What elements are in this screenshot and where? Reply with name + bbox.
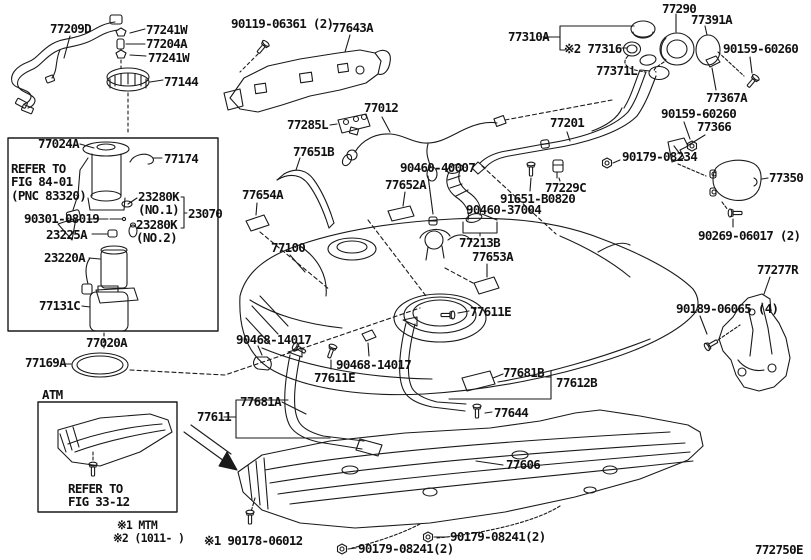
part-label-90460-40007: 90460-40007 bbox=[400, 160, 476, 175]
part-label-77277r: 77277R bbox=[757, 262, 799, 277]
part-label-77144: 77144 bbox=[164, 74, 199, 89]
part-label-77654a: 77654A bbox=[242, 187, 284, 202]
shield-bracket-77277r bbox=[699, 276, 791, 392]
part-label-91651-b0820: 91651-B0820 bbox=[500, 191, 576, 206]
part-label-77644: 77644 bbox=[494, 405, 529, 420]
pipe-fittings bbox=[115, 27, 147, 69]
part-label-77606: 77606 bbox=[506, 457, 541, 472]
part-label-77290: 77290 bbox=[662, 1, 697, 16]
tank-straps bbox=[223, 310, 552, 457]
gasket-77169a bbox=[61, 307, 421, 378]
part-label-90301-08019: 90301-08019 bbox=[24, 211, 100, 226]
lock-ring-77144 bbox=[106, 67, 164, 136]
part-label-77174: 77174 bbox=[164, 151, 199, 166]
part-label-23280k-1: 23280K (NO.1) bbox=[138, 189, 180, 218]
part-label-77651b: 77651B bbox=[293, 144, 335, 159]
part-label-77241w-1: 77241W bbox=[146, 22, 188, 37]
part-label-77024a: 77024A bbox=[38, 136, 80, 151]
filler-pipe-77201 bbox=[471, 54, 657, 175]
part-label-90159-60260-2: 90159-60260 bbox=[661, 106, 737, 121]
refer-fig-33-12-note: REFER TO FIG 33-12 bbox=[68, 481, 130, 510]
fuel-lines-77209d bbox=[11, 14, 123, 115]
part-label-90468-14017-2: 90468-14017 bbox=[336, 357, 412, 372]
sender-pipe-77012 bbox=[341, 99, 613, 182]
part-label-90460-37004: 90460-37004 bbox=[466, 202, 542, 217]
part-label-77350: 77350 bbox=[769, 170, 804, 185]
part-label-77213b: 77213B bbox=[459, 235, 501, 250]
part-label-77391a: 77391A bbox=[691, 12, 733, 27]
diagram-code: 772750E bbox=[755, 542, 803, 557]
part-label-77681b: 77681B bbox=[503, 365, 545, 380]
part-label-77285l: 77285L bbox=[287, 117, 329, 132]
part-label-77366: 77366 bbox=[697, 119, 732, 134]
atm-reference-box bbox=[37, 401, 178, 513]
part-label-90159-60260-1: 90159-60260 bbox=[723, 41, 799, 56]
part-label-90179-08241-1: 90179-08241(2) bbox=[358, 541, 454, 556]
part-label-77229c: 77229C bbox=[545, 180, 587, 195]
part-label-90179-08234: 90179-08234 bbox=[622, 149, 698, 164]
refer-fig-84-01-note: REFER TO FIG 84-01 (PNC 83320) bbox=[11, 161, 87, 203]
part-label-77209d: 77209D bbox=[50, 21, 92, 36]
part-label-77611e-2: 77611E bbox=[314, 370, 356, 385]
part-label-90189-06065: 90189-06065 (4) bbox=[676, 301, 779, 316]
part-label-77241w-2: 77241W bbox=[148, 50, 190, 65]
part-label-23225a: 23225A bbox=[46, 227, 88, 242]
part-label-90178-06012: ※1 90178-06012 bbox=[204, 533, 303, 548]
part-label-77201: 77201 bbox=[550, 115, 585, 130]
part-label-77611: 77611 bbox=[197, 409, 232, 424]
part-label-77367a: 77367A bbox=[706, 90, 748, 105]
part-label-77643a: 77643A bbox=[332, 20, 374, 35]
arrow-to-skid-plate bbox=[183, 424, 238, 471]
part-label-23070: 23070 bbox=[188, 206, 223, 221]
breather-hose-77213b bbox=[427, 164, 498, 237]
part-label-90468-14017-1: 90468-14017 bbox=[236, 332, 312, 347]
part-label-77653a: 77653A bbox=[472, 249, 514, 264]
part-label-77012: 77012 bbox=[364, 100, 399, 115]
part-label-90269-06017: 90269-06017 (2) bbox=[698, 228, 801, 243]
part-label-77371l: 77371L bbox=[596, 63, 638, 78]
part-label-77100: 77100 bbox=[271, 240, 306, 255]
part-label-77612b: 77612B bbox=[556, 375, 598, 390]
fuel-cap-group bbox=[542, 13, 761, 91]
footnote-2: ※2 (1011- ) bbox=[113, 531, 185, 545]
footnote-1: ※1 MTM bbox=[117, 518, 158, 532]
part-label-90179-08241-2: 90179-08241(2) bbox=[450, 529, 546, 544]
part-label-77020a: 77020A bbox=[86, 335, 128, 350]
part-label-90119-06361: 90119-06361 (2) bbox=[231, 16, 334, 31]
fuel-tank-77100 bbox=[239, 165, 699, 396]
part-label-77316: ※2 77316 bbox=[564, 41, 622, 56]
bracket-77285l bbox=[329, 113, 371, 136]
part-label-23220a: 23220A bbox=[44, 250, 86, 265]
fuel-filler-door-77350 bbox=[709, 159, 769, 228]
part-label-77310a: 77310A bbox=[508, 29, 550, 44]
part-label-77681a: 77681A bbox=[240, 394, 282, 409]
part-label-77131c: 77131C bbox=[39, 298, 81, 313]
skid-plate-77606 bbox=[237, 409, 704, 555]
atm-label: ATM bbox=[42, 387, 63, 402]
part-label-77652a: 77652A bbox=[385, 177, 427, 192]
pump-module-box bbox=[7, 137, 219, 351]
misc-leaders bbox=[63, 35, 71, 59]
part-label-77169a: 77169A bbox=[25, 355, 67, 370]
part-label-77611e-1: 77611E bbox=[470, 304, 512, 319]
part-label-23280k-2: 23280K (NO.2) bbox=[136, 217, 178, 246]
pipe-clamp-77366-group bbox=[526, 121, 707, 192]
part-label-77204a: 77204A bbox=[146, 36, 188, 51]
bracket-77643a bbox=[223, 34, 391, 113]
